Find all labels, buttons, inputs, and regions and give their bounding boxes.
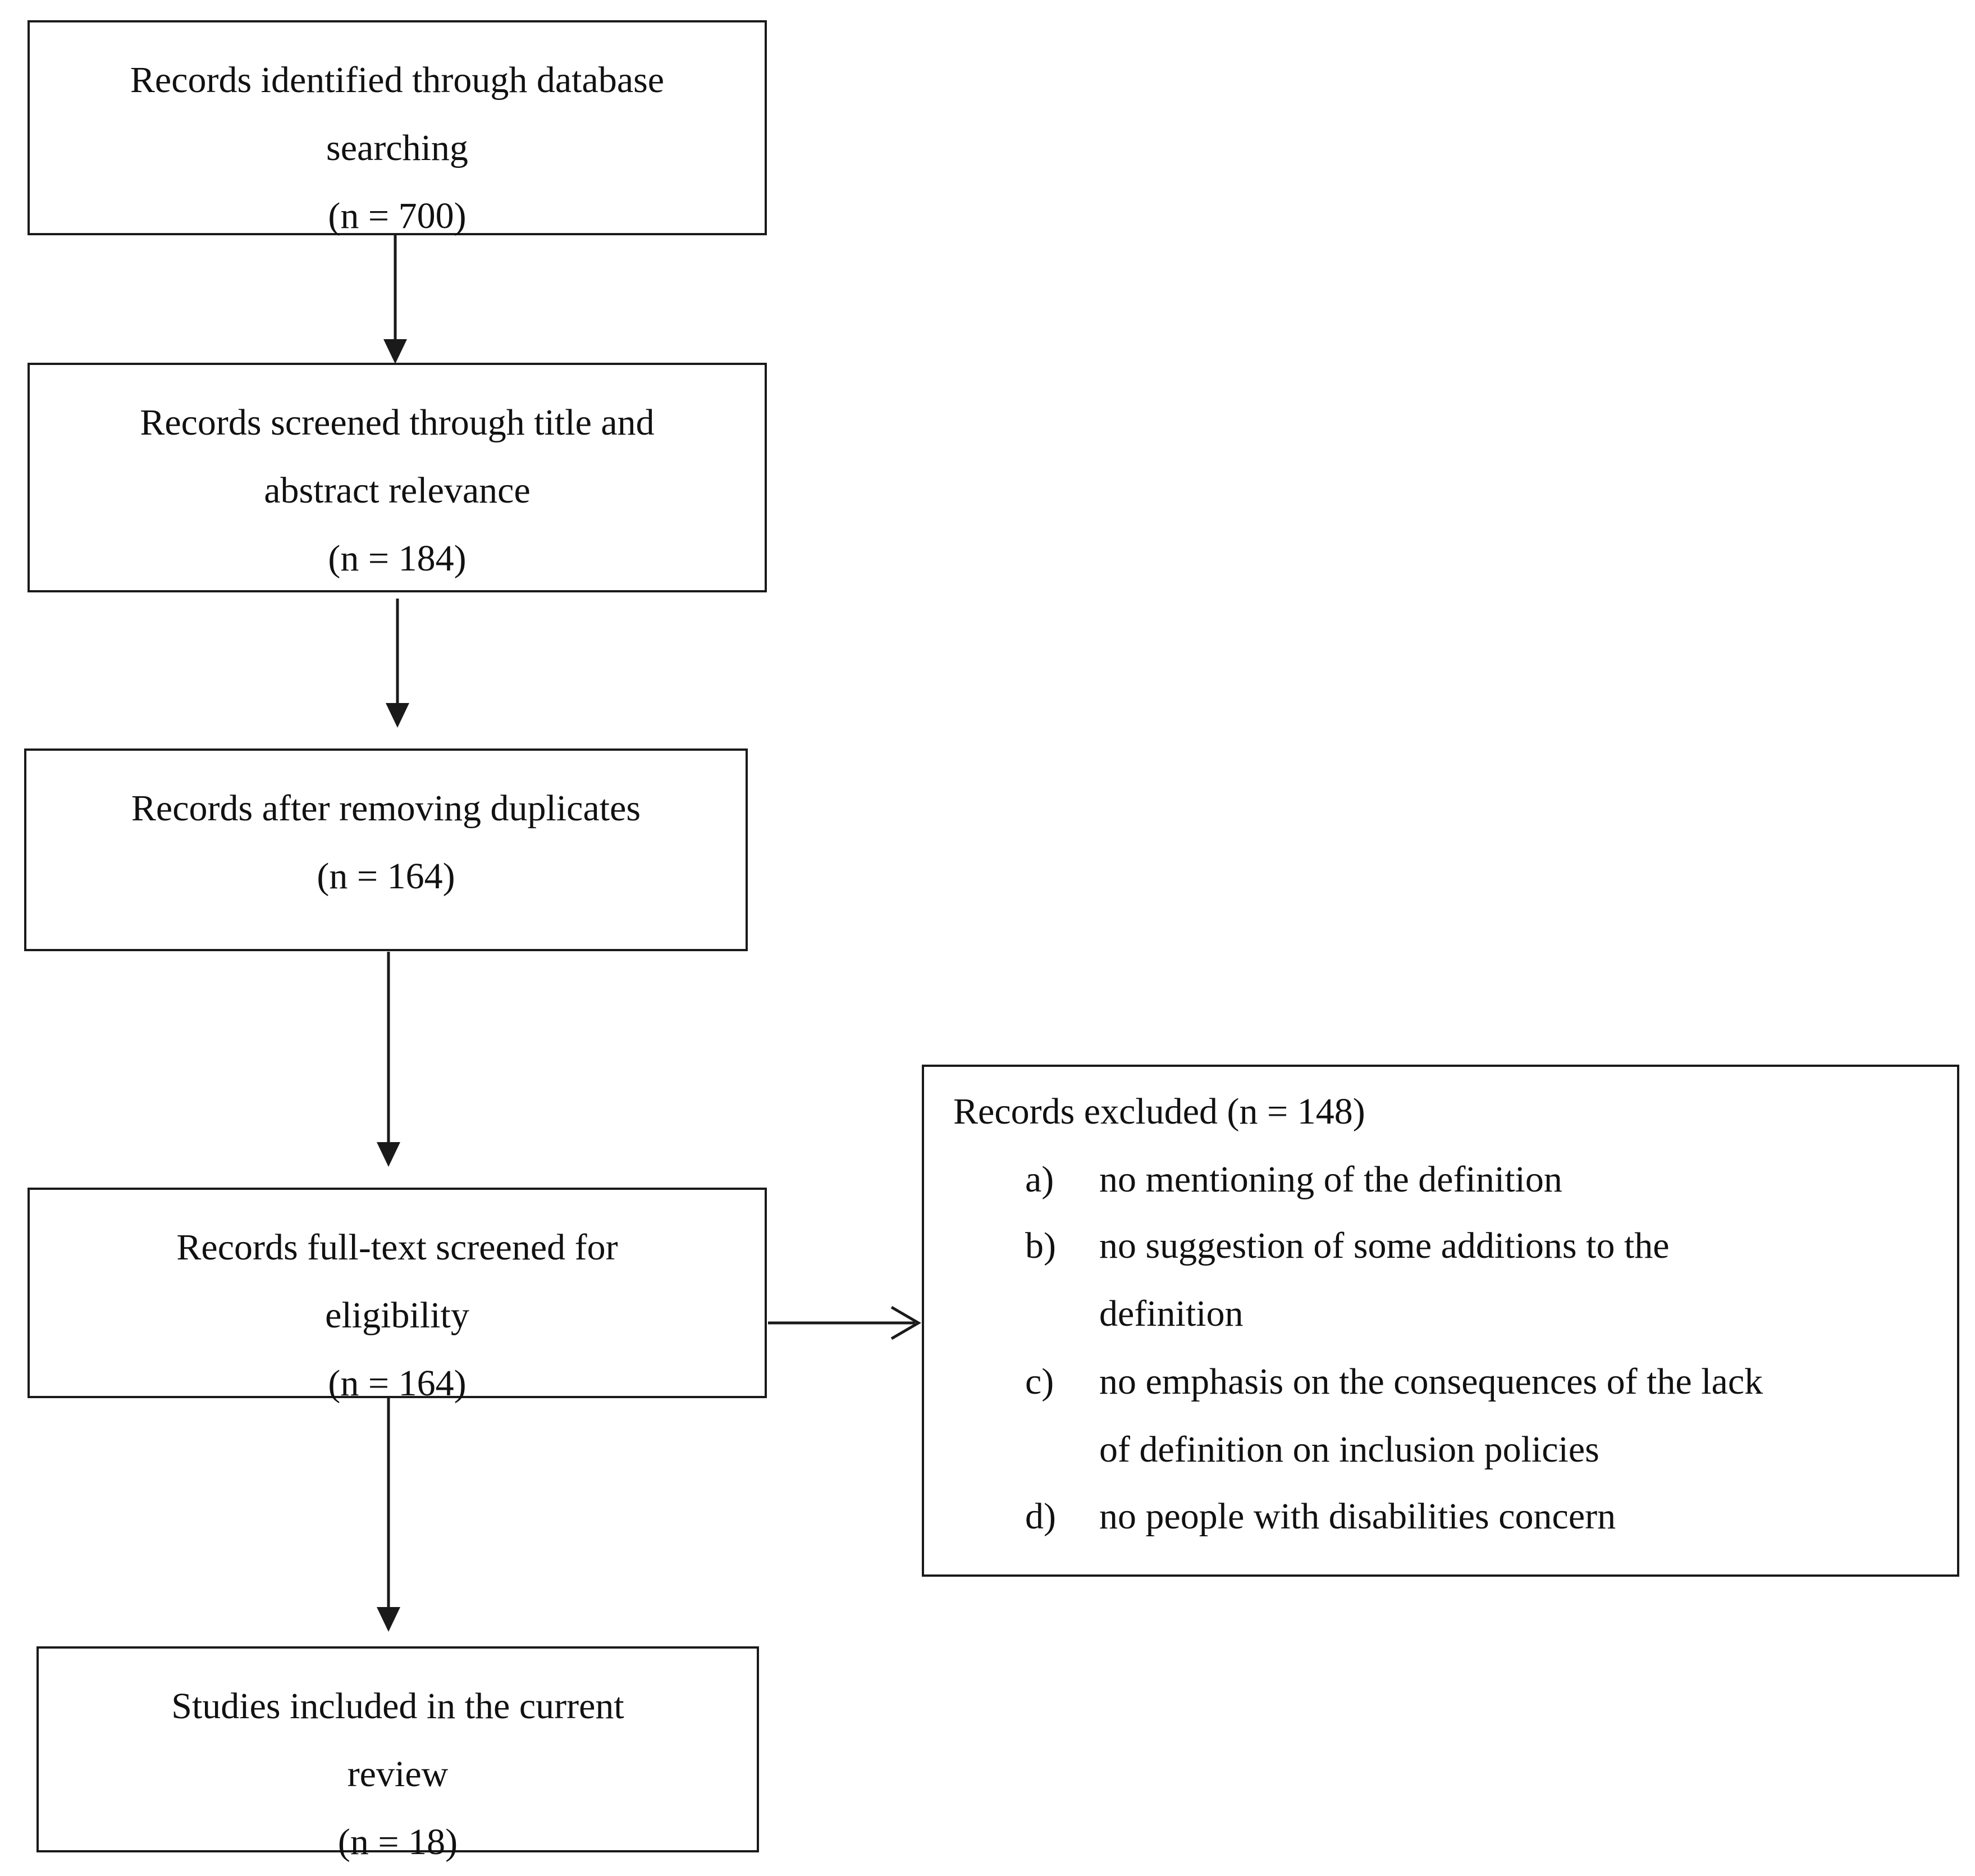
box-records-identified: Records identified through database sear… bbox=[28, 20, 767, 236]
exclusion-marker-a: a) bbox=[1025, 1159, 1054, 1200]
records-excluded-title: Records excluded (n = 148) bbox=[953, 1091, 1365, 1132]
box-records-dedup-count: (n = 164) bbox=[317, 856, 455, 897]
exclusion-reason-c-cont: of definition on inclusion policies bbox=[1099, 1429, 1599, 1470]
exclusion-marker-b: b) bbox=[1025, 1225, 1056, 1266]
arrowhead-included bbox=[377, 1607, 400, 1632]
box-records-excluded: Records excluded (n = 148) a) no mention… bbox=[922, 1065, 1959, 1577]
exclusion-marker-c: c) bbox=[1025, 1361, 1054, 1402]
arrowhead-open-excluded bbox=[890, 1306, 921, 1340]
box-records-fulltext-count: (n = 164) bbox=[328, 1363, 467, 1404]
box-records-screened-line1: Records screened through title and bbox=[140, 402, 655, 443]
box-records-screened: Records screened through title and abstr… bbox=[28, 363, 767, 592]
arrowhead-fulltext bbox=[377, 1142, 400, 1167]
arrowhead-screened bbox=[383, 339, 407, 364]
box-records-fulltext-line1: Records full-text screened for bbox=[176, 1227, 618, 1268]
box-records-identified-count: (n = 700) bbox=[328, 195, 467, 236]
box-records-dedup-line1: Records after removing duplicates bbox=[131, 788, 641, 829]
box-studies-included: Studies included in the current review (… bbox=[36, 1646, 759, 1863]
exclusion-reason-c: no emphasis on the consequences of the l… bbox=[1099, 1361, 1763, 1402]
box-studies-included-line1: Studies included in the current bbox=[171, 1686, 624, 1727]
box-records-fulltext-line2: eligibility bbox=[325, 1295, 469, 1336]
box-records-screened-count: (n = 184) bbox=[328, 538, 467, 579]
box-records-screened-line2: abstract relevance bbox=[264, 470, 531, 511]
box-records-identified-line2: searching bbox=[326, 127, 468, 168]
exclusion-reason-b: no suggestion of some additions to the bbox=[1099, 1225, 1670, 1266]
box-records-fulltext: Records full-text screened for eligibili… bbox=[28, 1188, 767, 1404]
exclusion-marker-d: d) bbox=[1025, 1496, 1056, 1537]
exclusion-reason-d: no people with disabilities concern bbox=[1099, 1496, 1616, 1537]
arrowhead-dedup bbox=[386, 703, 409, 728]
box-studies-included-count: (n = 18) bbox=[337, 1822, 458, 1863]
exclusion-reason-b-cont: definition bbox=[1099, 1293, 1243, 1334]
box-records-dedup: Records after removing duplicates (n = 1… bbox=[24, 748, 748, 951]
box-records-identified-line1: Records identified through database bbox=[130, 60, 665, 101]
box-studies-included-line2: review bbox=[347, 1754, 449, 1795]
exclusion-reason-a: no mentioning of the definition bbox=[1099, 1159, 1562, 1200]
